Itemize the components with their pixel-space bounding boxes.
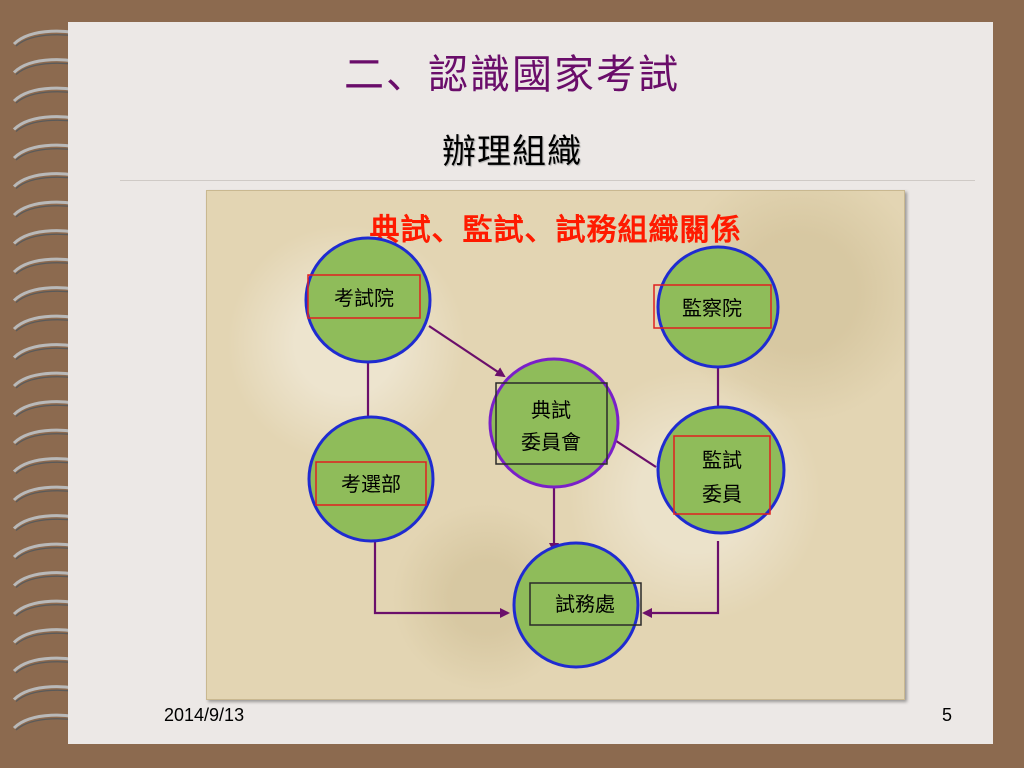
exam-committee-label-line2: 委員會 [521, 430, 581, 454]
page-title: 二、認識國家考試 [344, 52, 680, 98]
footer-date: 2014/9/13 [164, 705, 245, 725]
proctor-committee-node [656, 405, 786, 535]
ministry-exam-label: 考選部 [341, 472, 401, 496]
exam-committee-label-line1: 典試 [531, 398, 571, 422]
arrow-examyuan-committee [428, 325, 506, 378]
divider [120, 180, 975, 181]
proctor-committee-label-line2: 委員 [702, 482, 742, 506]
ministry-exam-node [307, 415, 435, 543]
arrow-proctor-affairs [642, 541, 720, 618]
control-yuan-label: 監察院 [682, 296, 742, 320]
exam-affairs-node [512, 541, 640, 669]
page-subtitle: 辦理組織 [442, 132, 582, 172]
exam-affairs-label: 試務處 [555, 592, 615, 616]
arrow-ministry-affairs [373, 539, 510, 618]
org-diagram: 考試院 監察院 典試 委員會 監試 委員 考選部 試務處 [304, 236, 786, 669]
page-number: 5 [942, 705, 953, 725]
exam-committee-node [488, 357, 620, 489]
proctor-committee-label-line1: 監試 [702, 448, 742, 472]
diagram-panel: 典試、監試、試務組織關係 考試院 [206, 190, 905, 700]
diagram-heading: 典試、監試、試務組織關係 [369, 213, 742, 248]
control-yuan-node [656, 245, 780, 369]
exam-yuan-node [304, 236, 432, 364]
exam-yuan-label: 考試院 [334, 286, 394, 310]
